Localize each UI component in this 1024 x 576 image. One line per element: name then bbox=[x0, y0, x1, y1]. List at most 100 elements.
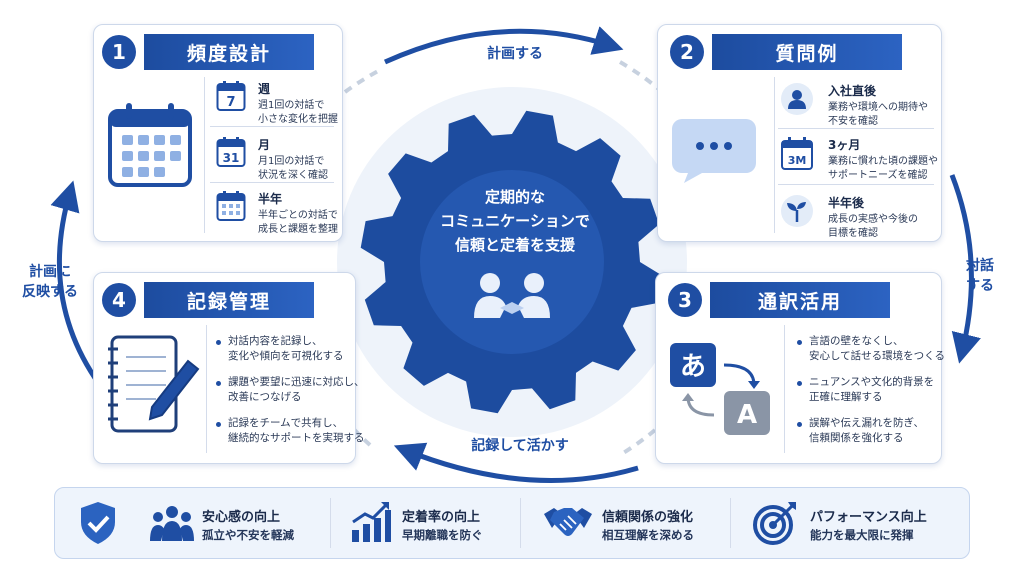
gear-inner bbox=[420, 170, 604, 354]
interpretation-bullet-3: 誤解や伝え漏れを防ぎ、 信頼関係を強化する bbox=[809, 416, 924, 446]
week-icon-text: 7 bbox=[226, 95, 235, 110]
bullet-dot bbox=[797, 381, 802, 386]
person-icon bbox=[781, 83, 813, 115]
card-number: 2 bbox=[670, 35, 704, 69]
translation-icon: あ A bbox=[670, 343, 770, 435]
bullet-line-2: 信頼関係を強化する bbox=[809, 432, 904, 444]
calendar-month-icon: 31 bbox=[216, 137, 246, 167]
calendar-week-icon: 7 bbox=[216, 81, 246, 111]
bullet-dot bbox=[216, 381, 221, 386]
bullet-line-2: 正確に理解する bbox=[809, 391, 883, 403]
row-desc-1: 半年ごとの対話で bbox=[258, 210, 338, 221]
card-divider bbox=[206, 325, 207, 453]
benefit-desc-2: 早期離職を防ぐ bbox=[402, 528, 483, 542]
card-title: 記録管理 bbox=[144, 282, 314, 318]
card-title: 質問例 bbox=[712, 34, 902, 70]
arrow-label-right-1: 対話 bbox=[966, 258, 994, 274]
bullet-dot bbox=[216, 422, 221, 427]
row-desc-2: サポートニーズを確認 bbox=[828, 170, 928, 181]
arrow-label-top: 計画する bbox=[487, 46, 543, 62]
center-line-3: 信頼と定着を支援 bbox=[454, 236, 575, 254]
bullet-line-1: 対話内容を記録し、 bbox=[228, 335, 323, 347]
card-divider bbox=[204, 77, 205, 233]
interpretation-bullet-2: ニュアンスや文化的背景を 正確に理解する bbox=[809, 375, 934, 405]
benefit-divider bbox=[330, 498, 331, 548]
card-records: 4 記録管理 bbox=[93, 272, 356, 464]
people-handshake-icon bbox=[474, 273, 550, 318]
row-desc-2: 目標を確認 bbox=[828, 228, 878, 239]
notebook-pen-icon bbox=[108, 335, 200, 433]
bullet-dot bbox=[797, 422, 802, 427]
arrow-label-left-2: 反映する bbox=[22, 284, 78, 300]
growth-chart-icon bbox=[352, 502, 391, 542]
benefit-title-2: 定着率の向上 bbox=[402, 510, 481, 525]
calendar-icon bbox=[108, 103, 192, 187]
ring-dash-top-left bbox=[343, 68, 381, 94]
benefit-title-4: パフォーマンス向上 bbox=[810, 510, 927, 525]
speech-bubble-icon bbox=[672, 119, 756, 183]
benefit-divider bbox=[730, 498, 731, 548]
row-desc-2: 不安を確認 bbox=[828, 116, 878, 127]
row-divider bbox=[778, 184, 934, 185]
bullet-line-1: 誤解や伝え漏れを防ぎ、 bbox=[809, 417, 924, 429]
shield-check-icon bbox=[81, 502, 115, 544]
benefit-title-3: 信頼関係の強化 bbox=[602, 510, 694, 525]
row-desc-1: 月1回の対話で bbox=[258, 156, 325, 167]
bullet-line-1: ニュアンスや文化的背景を bbox=[809, 376, 935, 388]
center-line-1: 定期的な bbox=[484, 188, 545, 206]
benefit-desc-1: 孤立や不安を軽減 bbox=[202, 528, 294, 542]
card-divider bbox=[784, 325, 785, 453]
frequency-row-month: 月 月1回の対話で 状況を深く確認 bbox=[258, 136, 388, 183]
benefits-bar bbox=[54, 487, 970, 559]
benefit-title-1: 安心感の向上 bbox=[202, 510, 281, 525]
center-line-2: コミュニケーションで bbox=[440, 212, 590, 230]
question-row-halfyear: 半年後 成長の実感や今後の 目標を確認 bbox=[828, 194, 938, 241]
question-row-onboarding: 入社直後 業務や環境への期待や 不安を確認 bbox=[828, 82, 938, 129]
source-glyph: あ bbox=[680, 352, 706, 382]
calendar-halfyear-icon bbox=[216, 191, 246, 221]
bullet-line-1: 言語の壁をなくし、 bbox=[809, 335, 904, 347]
card-title: 頻度設計 bbox=[144, 34, 314, 70]
bullet-line-1: 記録をチームで共有し、 bbox=[228, 417, 344, 429]
row-title: 月 bbox=[258, 138, 271, 152]
card-title: 通訳活用 bbox=[710, 282, 890, 318]
interpretation-bullet-1: 言語の壁をなくし、 安心して話せる環境をつくる bbox=[809, 334, 945, 364]
bullet-line-2: 改善につなげる bbox=[228, 391, 302, 403]
arrow-bottom bbox=[393, 442, 639, 483]
row-desc-2: 小さな変化を把握 bbox=[258, 114, 338, 125]
bullet-line-2: 変化や傾向を可視化する bbox=[228, 350, 344, 362]
row-desc-1: 成長の実感や今後の bbox=[828, 214, 918, 225]
arrow-right bbox=[949, 174, 981, 364]
row-desc-2: 状況を深く確認 bbox=[258, 170, 328, 181]
target-icon bbox=[753, 502, 796, 545]
benefit-desc-3: 相互理解を深める bbox=[602, 528, 694, 542]
group-people-icon bbox=[150, 506, 194, 541]
bullet-line-1: 課題や要望に迅速に対応し、 bbox=[228, 376, 365, 388]
handshake-icon bbox=[544, 508, 592, 536]
bullet-dot bbox=[797, 340, 802, 345]
ring-dash-top-right bbox=[618, 60, 662, 92]
bullet-line-2: 継続的なサポートを実現する bbox=[228, 432, 365, 444]
row-desc-1: 業務や環境への期待や bbox=[828, 102, 928, 113]
target-glyph: A bbox=[737, 400, 757, 430]
ring-dash-bottom-right bbox=[618, 428, 657, 457]
row-title: 半年 bbox=[258, 192, 283, 206]
card-number: 3 bbox=[668, 283, 702, 317]
row-divider bbox=[210, 126, 334, 127]
row-divider bbox=[210, 182, 334, 183]
bullet-line-2: 安心して話せる環境をつくる bbox=[809, 350, 945, 362]
arrow-top bbox=[383, 26, 624, 65]
records-bullet-3: 記録をチームで共有し、 継続的なサポートを実現する bbox=[228, 416, 365, 446]
row-title: 入社直後 bbox=[828, 84, 877, 98]
row-title: 週 bbox=[258, 82, 271, 96]
benefit-desc-4: 能力を最大限に発揮 bbox=[810, 528, 914, 542]
month-icon-text: 31 bbox=[223, 151, 240, 165]
row-desc-1: 週1回の対話で bbox=[258, 100, 325, 111]
benefit-divider bbox=[520, 498, 521, 548]
arrow-label-left-1: 計画に bbox=[29, 264, 71, 280]
card-interpretation: 3 通訳活用 あ A bbox=[655, 272, 942, 464]
card-divider bbox=[774, 77, 775, 233]
arrow-left bbox=[50, 180, 98, 380]
arrow-label-right-2: する bbox=[966, 278, 994, 294]
